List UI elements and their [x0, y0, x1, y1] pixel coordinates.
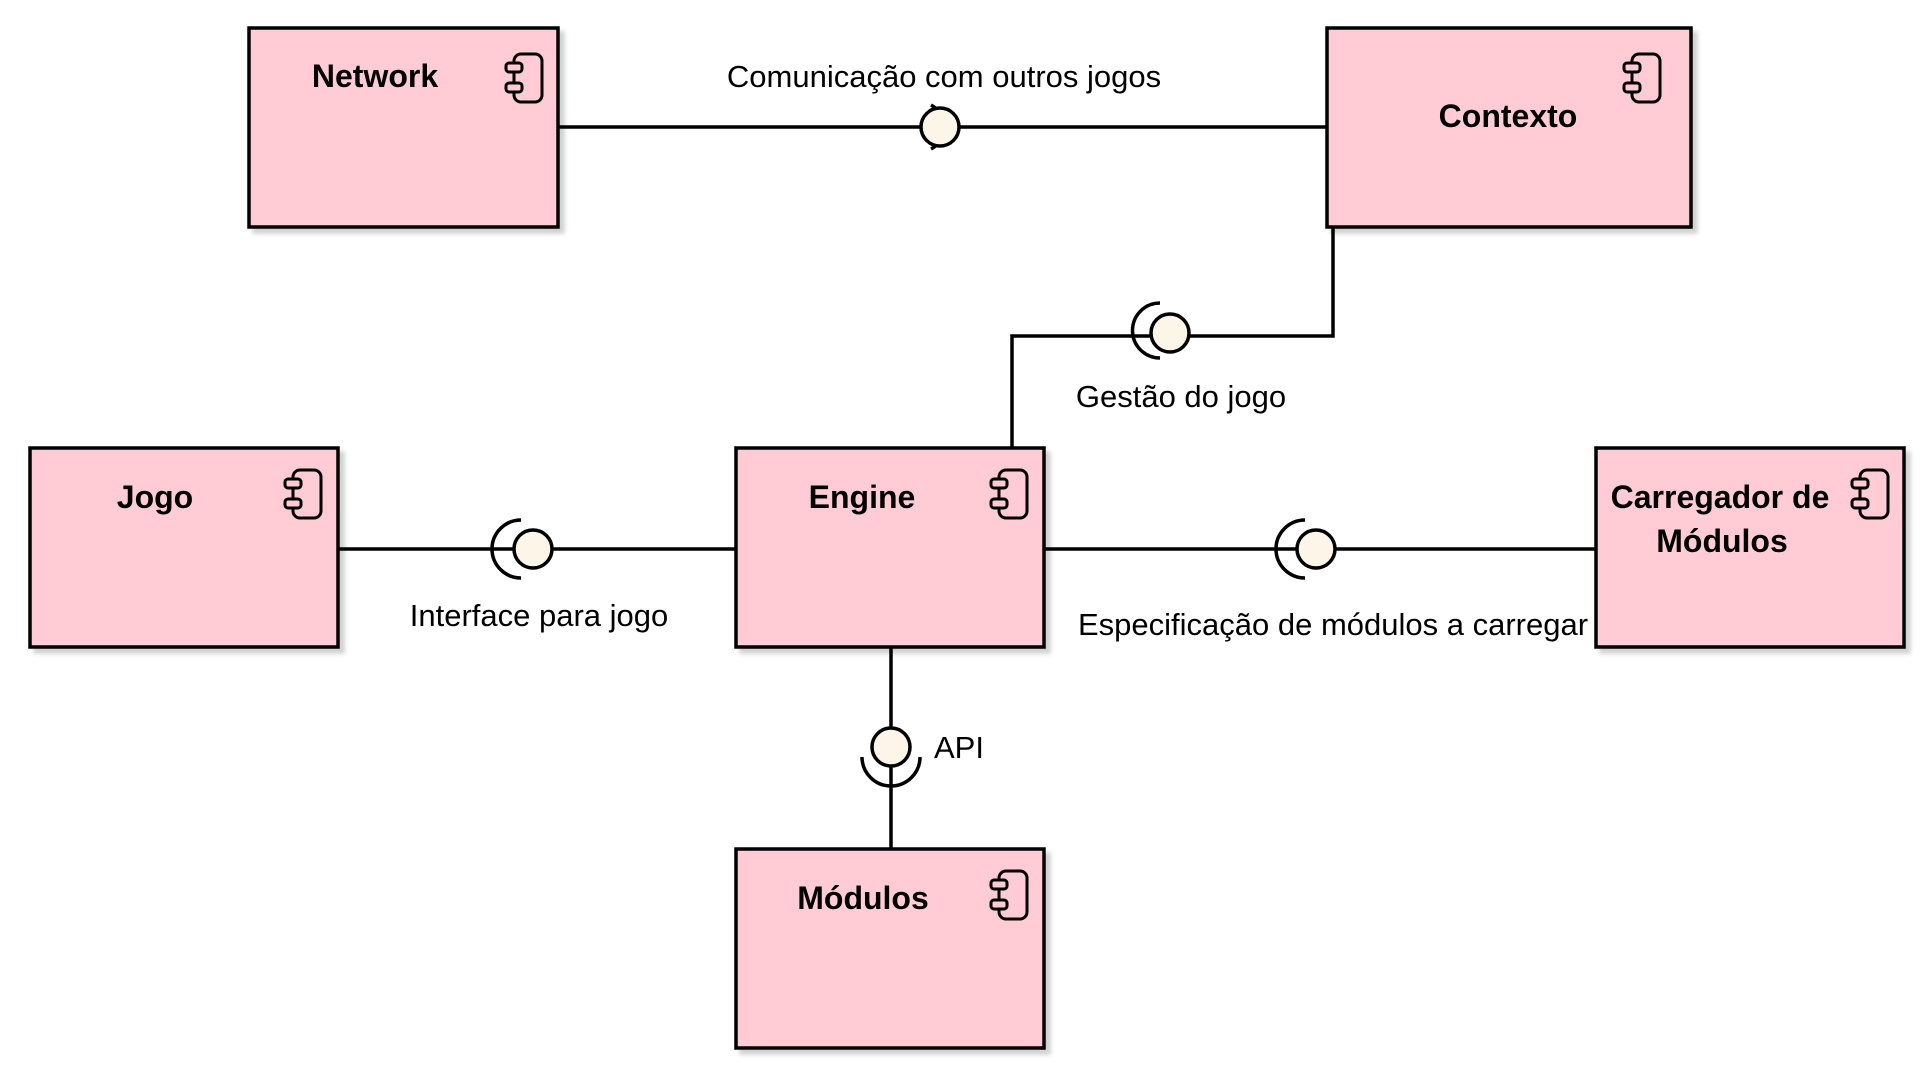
interface-comunicacao[interactable] [919, 103, 961, 151]
component-modulos[interactable]: Módulos [734, 847, 1046, 1050]
component-name: Contexto [1439, 98, 1578, 134]
lollipop-interface-icon [512, 528, 554, 570]
lollipop-interface-icon [870, 726, 912, 768]
component-carregador-de-modulos[interactable]: Carregador de Módulos [1594, 446, 1906, 649]
component-name-line2: Módulos [1656, 523, 1788, 559]
interface-jogo[interactable] [490, 518, 554, 580]
component-engine[interactable]: Engine [734, 446, 1046, 649]
lollipop-interface-icon [919, 106, 961, 148]
interface-label-gestao: Gestão do jogo [1076, 379, 1286, 414]
component-name: Módulos [797, 880, 929, 916]
interface-label-api: API [934, 730, 984, 765]
interface-label-jogo: Interface para jogo [410, 598, 669, 633]
component-name: Jogo [117, 479, 193, 515]
component-network[interactable]: Network [247, 26, 560, 229]
lollipop-interface-icon [1149, 312, 1191, 354]
interface-api[interactable] [860, 726, 922, 788]
component-name: Engine [809, 479, 916, 515]
component-name: Network [312, 58, 438, 94]
interface-especificacao[interactable] [1274, 518, 1337, 580]
component-jogo[interactable]: Jogo [28, 446, 340, 649]
interface-gestao[interactable] [1130, 301, 1191, 360]
lollipop-interface-icon [1295, 528, 1337, 570]
component-name-line1: Carregador de [1611, 479, 1830, 515]
component-contexto[interactable]: Contexto [1325, 26, 1693, 229]
interface-label-especificacao: Especificação de módulos a carregar [1078, 607, 1588, 642]
interface-label-comunicacao: Comunicação com outros jogos [727, 59, 1161, 94]
